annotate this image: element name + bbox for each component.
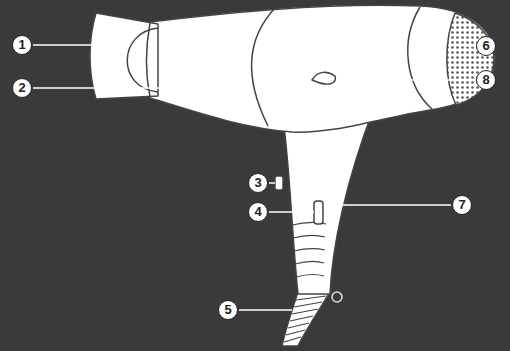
cool-button <box>312 72 335 84</box>
nozzle <box>90 13 158 99</box>
heat-switch <box>314 201 323 224</box>
callout-number: 8 <box>476 70 496 90</box>
speed-switch <box>275 176 283 190</box>
handle <box>283 108 374 294</box>
nozzle-ring <box>146 23 150 97</box>
cord-guard <box>282 292 330 346</box>
nozzle-inner <box>127 28 158 92</box>
cord-guard-rings <box>284 296 326 342</box>
callout-number: 4 <box>248 202 268 222</box>
rear-grille <box>447 13 494 105</box>
callout-number: 6 <box>476 36 496 56</box>
body-seam <box>252 8 275 126</box>
handle-ribs <box>292 223 326 277</box>
callout-number: 5 <box>218 300 238 320</box>
hanging-ring <box>332 292 342 302</box>
callout-number: 7 <box>452 195 472 215</box>
leader-lines <box>33 45 476 310</box>
callout-number: 2 <box>12 78 32 98</box>
back-seam <box>408 7 432 109</box>
callout-number: 1 <box>12 35 32 55</box>
dryer-body <box>150 5 495 132</box>
callout-number: 3 <box>248 173 268 193</box>
